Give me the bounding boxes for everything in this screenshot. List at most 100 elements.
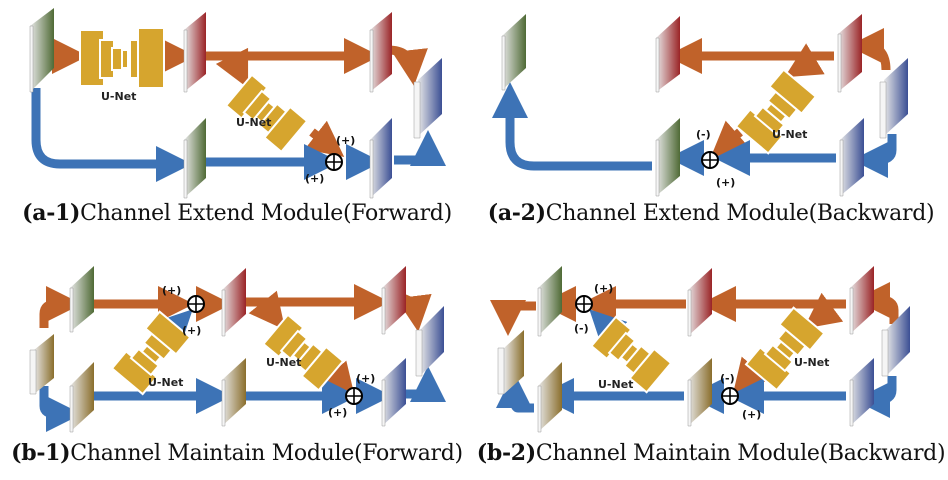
arrow-blue: [854, 376, 897, 418]
panel-a1-channel-extend-forward: U-Net U-Net (+) (+) (a-1)Channel Extend …: [0, 0, 474, 240]
sign-label: (+): [162, 284, 181, 297]
sign-label: (-): [720, 372, 735, 385]
sum-operator-icon: [187, 295, 205, 313]
diagram-a1: U-Net U-Net (+) (+): [29, 8, 446, 199]
arrow-blue: [496, 372, 534, 413]
sign-label: (-): [696, 128, 711, 141]
caption-text: Channel Maintain Module(Backward): [535, 441, 946, 466]
unet-label: U-Net: [266, 356, 301, 369]
feature-map-olive: [221, 358, 246, 427]
unet-block: [744, 306, 826, 392]
caption-tag: (b-1): [11, 440, 71, 466]
sign-label: (-): [574, 322, 589, 335]
caption-text: Channel Extend Module(Forward): [80, 201, 452, 226]
arrow-orange: [710, 120, 750, 158]
arrow-orange: [215, 47, 249, 89]
arrow-blue: [39, 386, 82, 432]
sum-operator-icon: [325, 153, 343, 171]
feature-map-blue-stack: [413, 58, 442, 139]
arrow-blue: [492, 82, 652, 171]
panel-b2-channel-maintain-backward: U-Net U-Net (+) (-) (-) (+) (b-2)Channel…: [474, 240, 948, 480]
sign-label: (+): [716, 176, 735, 189]
feature-map-red: [655, 16, 680, 93]
arrow-orange: [848, 28, 891, 71]
feature-map-blue-stack: [415, 306, 444, 377]
unet-block: [734, 68, 818, 155]
unet-block: [262, 313, 345, 392]
sign-label: (+): [182, 324, 201, 337]
caption-tag: (a-1): [22, 200, 81, 226]
feature-map-red: [221, 268, 246, 337]
sum-operator-icon: [345, 387, 363, 405]
arrow-orange: [854, 282, 899, 324]
arrow-orange: [732, 356, 770, 396]
feature-map-blue-stack: [879, 58, 908, 139]
arrow-blue: [400, 366, 446, 403]
unet-label: U-Net: [772, 128, 807, 141]
feature-map-blue: [369, 118, 392, 199]
arrow-orange: [318, 360, 356, 400]
feature-map-green: [655, 118, 680, 197]
caption-b1: (b-1)Channel Maintain Module(Forward): [0, 440, 474, 466]
feature-map-olive: [537, 362, 562, 433]
feature-map-green: [183, 118, 206, 199]
sign-label: (+): [594, 282, 613, 295]
unet-label: U-Net: [598, 378, 633, 391]
unet-label: U-Net: [101, 90, 136, 103]
feature-map-green: [537, 266, 562, 337]
arrow-blue: [394, 130, 446, 167]
feature-map-red: [687, 268, 712, 337]
arrow-blue: [852, 134, 897, 178]
feature-map-olive: [687, 358, 712, 427]
diagram-b2: U-Net U-Net (+) (-) (-) (+): [490, 266, 910, 433]
unet-label: U-Net: [148, 376, 183, 389]
arrow-orange: [803, 292, 844, 329]
sign-label: (+): [336, 134, 355, 147]
feature-map-olive-stack: [29, 334, 54, 395]
arrow-blue: [31, 88, 192, 182]
feature-map-red: [849, 266, 874, 335]
feature-map-red: [183, 12, 206, 93]
arrow-orange: [784, 43, 825, 78]
feature-map-olive: [69, 362, 94, 433]
diagram-b1: U-Net U-Net (+) (+) (+) (+): [29, 266, 446, 433]
caption-a2: (a-2)Channel Extend Module(Backward): [474, 200, 948, 226]
sign-label: (+): [356, 372, 375, 385]
caption-tag: (b-2): [476, 440, 536, 466]
arrow-orange: [304, 120, 345, 158]
sum-operator-icon: [575, 295, 593, 313]
sum-operator-icon: [701, 151, 719, 169]
panel-a2-channel-extend-backward: U-Net (-) (+) (a-2)Channel Extend Module…: [474, 0, 948, 240]
feature-map-blue-stack: [881, 306, 910, 377]
feature-map-olive-stack: [497, 330, 524, 395]
caption-tag: (a-2): [487, 200, 546, 226]
feature-map-green: [69, 266, 94, 333]
unet-label: U-Net: [236, 116, 271, 129]
feature-map-red: [369, 12, 392, 93]
unet-label: U-Net: [794, 356, 829, 369]
sign-label: (+): [328, 406, 347, 419]
feature-map-blue: [849, 358, 874, 427]
arrow-orange: [248, 290, 286, 331]
caption-text: Channel Extend Module(Backward): [545, 201, 935, 226]
arrow-orange: [39, 286, 82, 328]
panel-b1-channel-maintain-forward: U-Net U-Net (+) (+) (+) (+) (b-1)Channel…: [0, 240, 474, 480]
caption-b2: (b-2)Channel Maintain Module(Backward): [474, 440, 948, 466]
feature-map-red: [837, 14, 862, 93]
feature-map-green: [501, 14, 526, 91]
diagram-a2: U-Net (-) (+): [492, 14, 908, 197]
feature-map-red: [381, 266, 406, 335]
caption-a1: (a-1)Channel Extend Module(Forward): [0, 200, 474, 226]
unet-block: [79, 27, 165, 89]
feature-map-blue: [381, 358, 406, 427]
feature-map-blue: [839, 118, 864, 197]
unet-block: [590, 315, 673, 394]
caption-text: Channel Maintain Module(Forward): [70, 441, 463, 466]
sign-label: (+): [742, 408, 761, 421]
feature-map-green: [29, 8, 54, 93]
sum-operator-icon: [721, 387, 739, 405]
unet-block: [224, 73, 309, 154]
unet-block: [110, 310, 192, 396]
arrow-orange: [490, 299, 536, 336]
sign-label: (+): [305, 172, 324, 185]
